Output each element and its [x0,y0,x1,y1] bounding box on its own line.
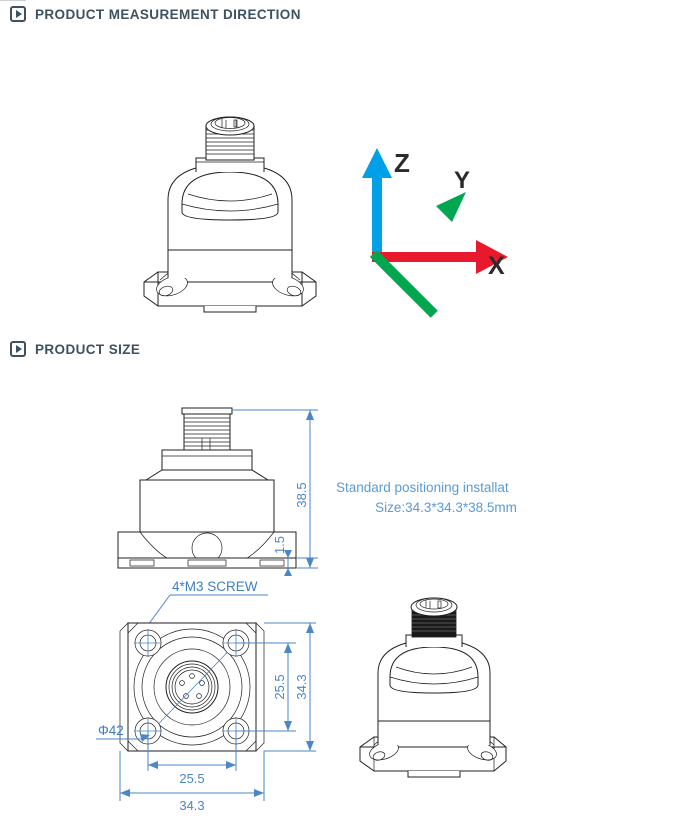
axis-label-x: X [488,252,505,280]
dimension-hole-pitch-vertical: 25.5 [272,674,287,699]
axis-z-arrow [362,148,392,262]
axis-x-arrow [372,240,508,274]
section-title-product-size: PRODUCT SIZE [35,341,141,357]
note-line-standard-positioning: Standard positioning installat [336,480,509,495]
axis-label-y: Y [454,167,470,194]
connector-pin [179,680,185,686]
installation-note: Standard positioning installat Size:34.3… [336,478,556,518]
play-button-icon [10,6,26,22]
callout-screw-spec: 4*M3 SCREW [172,579,258,594]
dimension-hole-pitch-horizontal: 25.5 [179,771,204,786]
connector-pin [199,680,205,686]
front-elevation-drawing: 38.5 1.5 [110,398,325,583]
bottom-view-drawing: 4*M3 SCREW [96,575,330,813]
section-header-product-size: PRODUCT SIZE [10,341,140,357]
product-illustration-iso [350,585,510,785]
product-illustration-top [130,100,330,320]
connector-pin [183,693,189,699]
play-button-icon [10,341,26,357]
dimension-overall-depth: 34.3 [294,674,309,699]
dimension-overall-height: 38.5 [294,482,309,507]
connector-pin [196,693,202,699]
dimension-flange-thickness: 1.5 [272,536,287,554]
axis-label-z: Z [394,148,410,178]
note-line-size: Size:34.3*34.3*38.5mm [375,500,517,515]
axis-y-arrow [369,192,466,318]
section-header-measurement-direction: PRODUCT MEASUREMENT DIRECTION [10,6,301,22]
label-diameter-42: Φ42 [98,723,124,738]
dimension-overall-width: 34.3 [179,798,204,813]
connector-pin [189,673,195,679]
section-title-measurement-direction: PRODUCT MEASUREMENT DIRECTION [35,6,301,22]
top-edge-rule [0,0,26,1]
screw-hole [134,629,162,657]
xyz-axis-indicator: Z Y X [358,148,513,318]
